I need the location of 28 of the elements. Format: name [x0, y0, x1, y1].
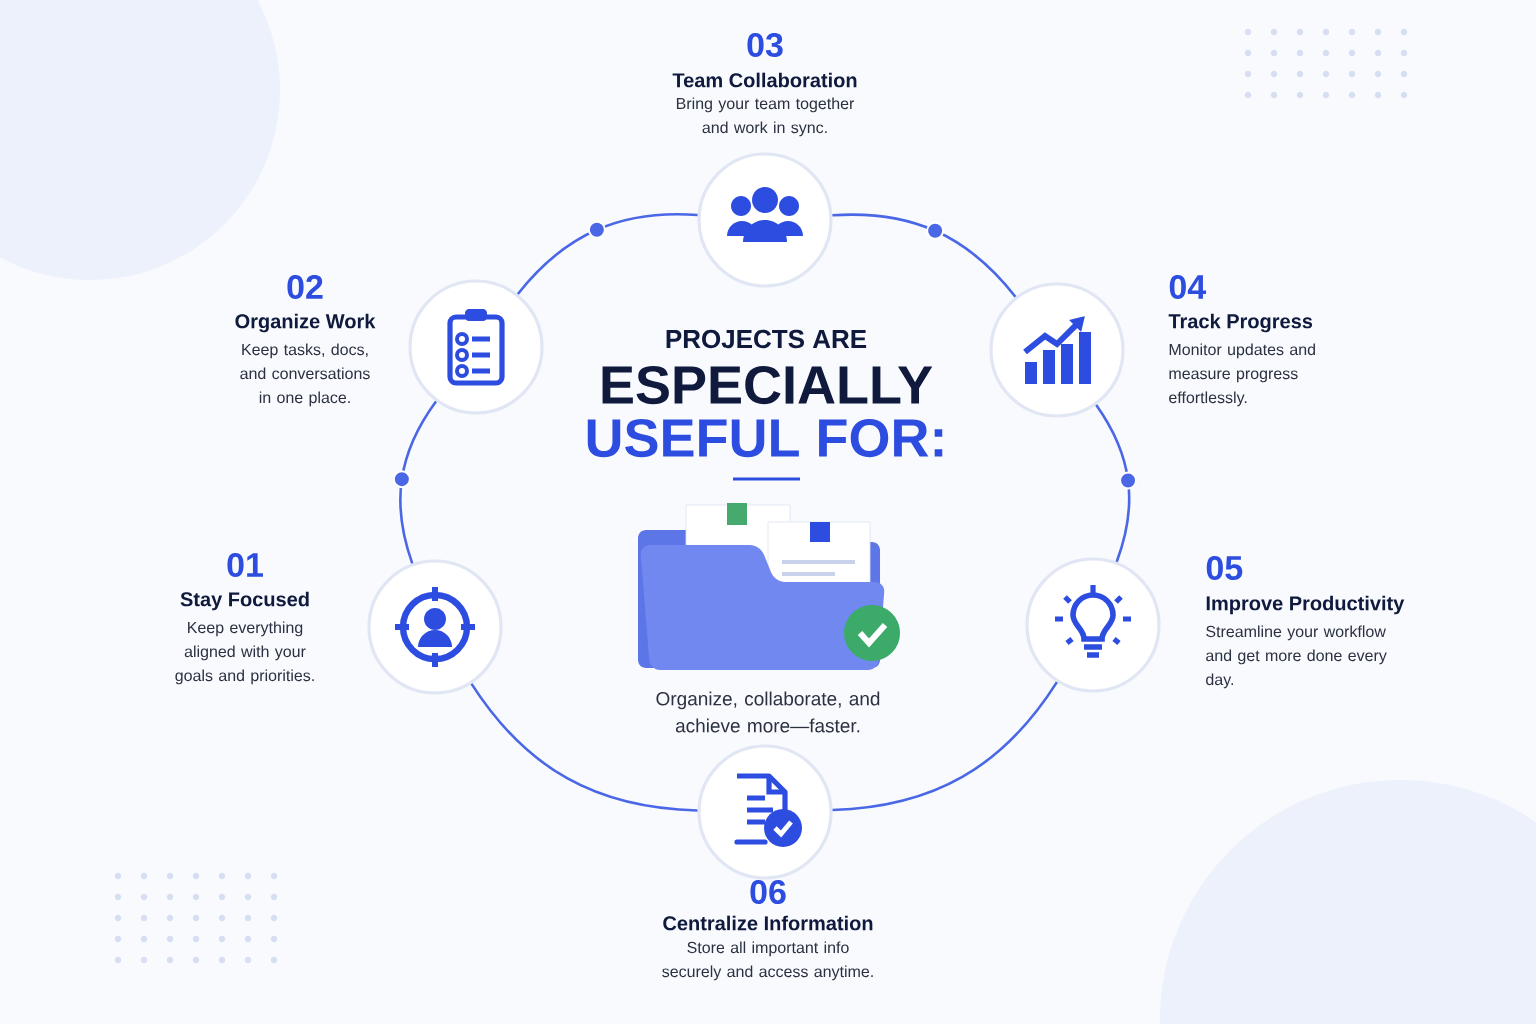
ring-arc: [470, 683, 698, 812]
step-heading: Centralize Information: [663, 915, 873, 931]
step-description: Store all important info securely and access anytime.: [662, 941, 873, 981]
heading-text: ESPECIALLY: [602, 365, 933, 405]
step-heading: Stay Focused: [180, 591, 309, 611]
caption-text: Organize, collaborate, and achieve more—faster.: [656, 691, 880, 733]
ring-arc: [832, 213, 1017, 298]
step-number: 03: [747, 32, 783, 58]
step-heading: Organize Work: [235, 313, 376, 333]
step-description: Monitor updates and measure progress effortlessly.: [1169, 343, 1315, 407]
step-heading: Team Collaboration: [672, 72, 857, 88]
ring-arc: [1095, 404, 1131, 563]
step-number: 01: [227, 552, 263, 578]
step-number: 05: [1206, 555, 1243, 581]
step-number: 02: [287, 274, 323, 300]
step-number: 06: [750, 879, 786, 905]
ring-arc: [832, 681, 1058, 812]
ring-arc: [516, 212, 698, 295]
step-description: Streamline your workflow and get more done every day.: [1206, 625, 1387, 689]
heading-text: PROJECTS ARE: [666, 329, 867, 349]
heading-text: USEFUL FOR:: [587, 418, 943, 458]
step-description: Keep everything aligned with your goals and priorities.: [175, 621, 314, 685]
step-description: Bring your team together and work in sync.: [676, 97, 855, 137]
step-number: 04: [1169, 274, 1207, 300]
step-heading: Track Progress: [1168, 313, 1313, 333]
ring-arc: [399, 400, 438, 564]
step-heading: Improve Productivity: [1206, 595, 1405, 615]
step-description: Keep tasks, docs, and conversations in one place.: [240, 343, 370, 407]
